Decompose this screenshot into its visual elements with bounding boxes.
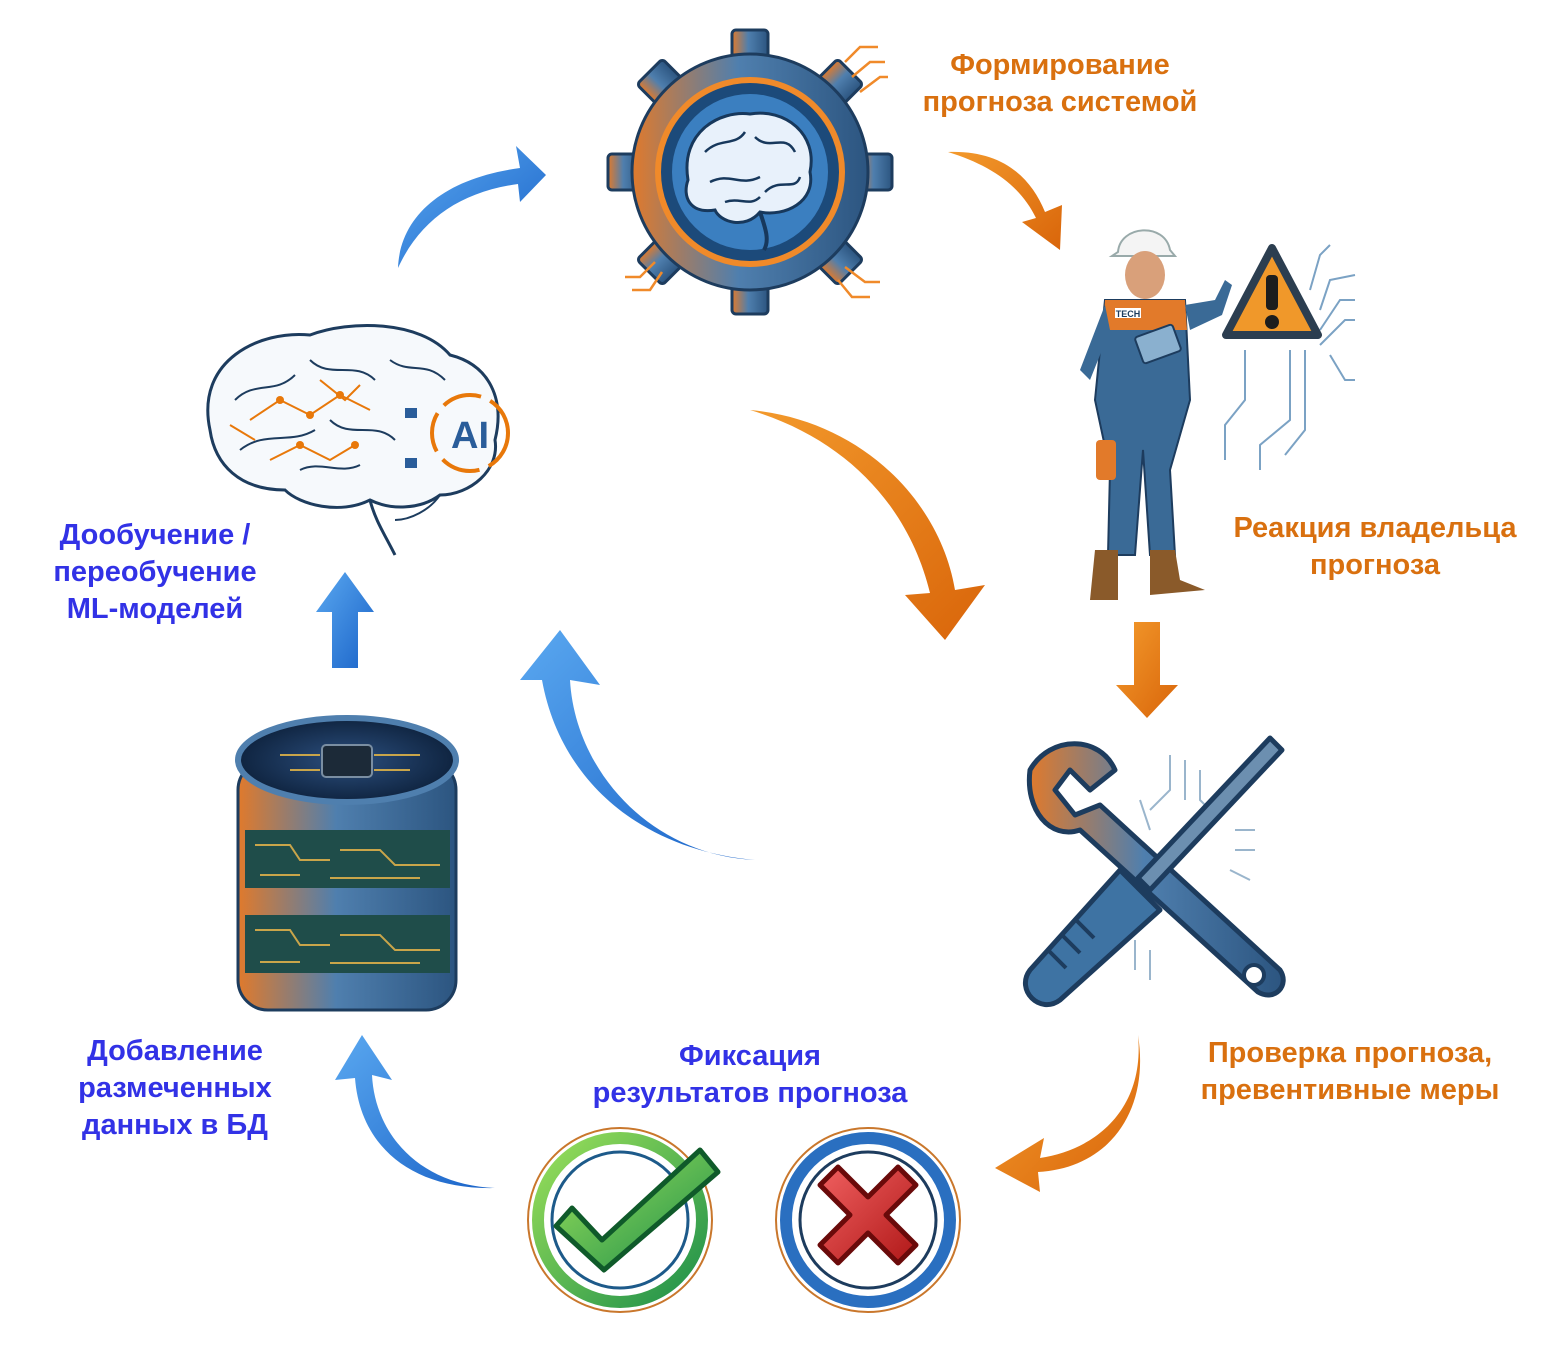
ai-brain-icon: AI — [206, 323, 510, 556]
arrow-add-data-to-retrain — [316, 572, 374, 668]
arrow-retrain-to-forecast — [398, 146, 546, 268]
database-icon — [235, 715, 459, 1012]
label-retrain: Дообучение / переобучение ML-моделей — [53, 519, 257, 625]
wrench-screwdriver-icon — [1022, 735, 1286, 1008]
arrow-forecast-to-reaction — [948, 151, 1062, 250]
arrow-record-to-add-data — [335, 1035, 495, 1189]
arrow-check-to-record — [995, 1035, 1141, 1192]
cross-icon — [775, 1127, 961, 1313]
label-forecast: Формирование прогноза системой — [922, 49, 1198, 118]
label-reaction: Реакция владельца прогноза — [1233, 512, 1517, 581]
arrow-center-blue — [520, 630, 755, 860]
check-icon — [527, 1127, 721, 1313]
worker-warning-icon: TECH — [1080, 229, 1356, 600]
ai-badge: AI — [451, 415, 489, 457]
tech-badge: TECH — [1116, 309, 1141, 319]
check-cross-icon — [527, 1127, 961, 1313]
brain-gear-icon — [606, 28, 894, 316]
arrow-center-orange — [750, 410, 985, 640]
arrow-reaction-to-check — [1116, 622, 1178, 718]
label-record: Фиксация результатов прогноза — [592, 1040, 908, 1109]
label-check: Проверка прогноза, превентивные меры — [1200, 1037, 1500, 1106]
label-add-data: Добавление размеченных данных в БД — [78, 1035, 272, 1141]
